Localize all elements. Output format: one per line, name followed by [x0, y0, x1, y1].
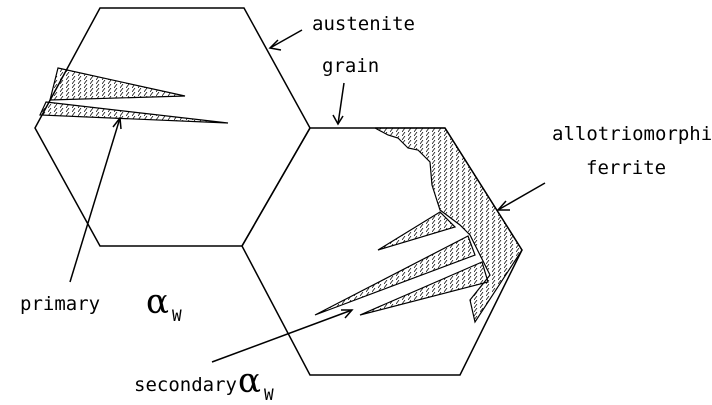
austenite-arrow: [270, 30, 302, 50]
ferrite-label: ferrite: [586, 157, 666, 179]
primary-plate-1: [50, 68, 185, 100]
austenite-label: austenite: [312, 13, 415, 35]
secondary-label: secondary: [134, 374, 237, 396]
allotriomorphic-label: allotriomorphic: [552, 123, 712, 145]
secondary-subscript: W: [264, 385, 274, 404]
primary-alpha-symbol: α: [146, 282, 169, 322]
grain-boundary-arrow: [333, 83, 344, 124]
ferrite-arrow: [498, 183, 545, 210]
secondary-plate-1: [378, 212, 455, 250]
austenite-grain-left: [35, 8, 310, 246]
primary-arrow: [70, 118, 121, 282]
primary-label: primary: [20, 293, 100, 315]
grain-label: grain: [322, 55, 379, 77]
primary-plate-2: [40, 102, 228, 123]
primary-subscript: W: [172, 306, 182, 325]
secondary-alpha-symbol: α: [238, 361, 261, 401]
secondary-arrow: [212, 310, 352, 362]
